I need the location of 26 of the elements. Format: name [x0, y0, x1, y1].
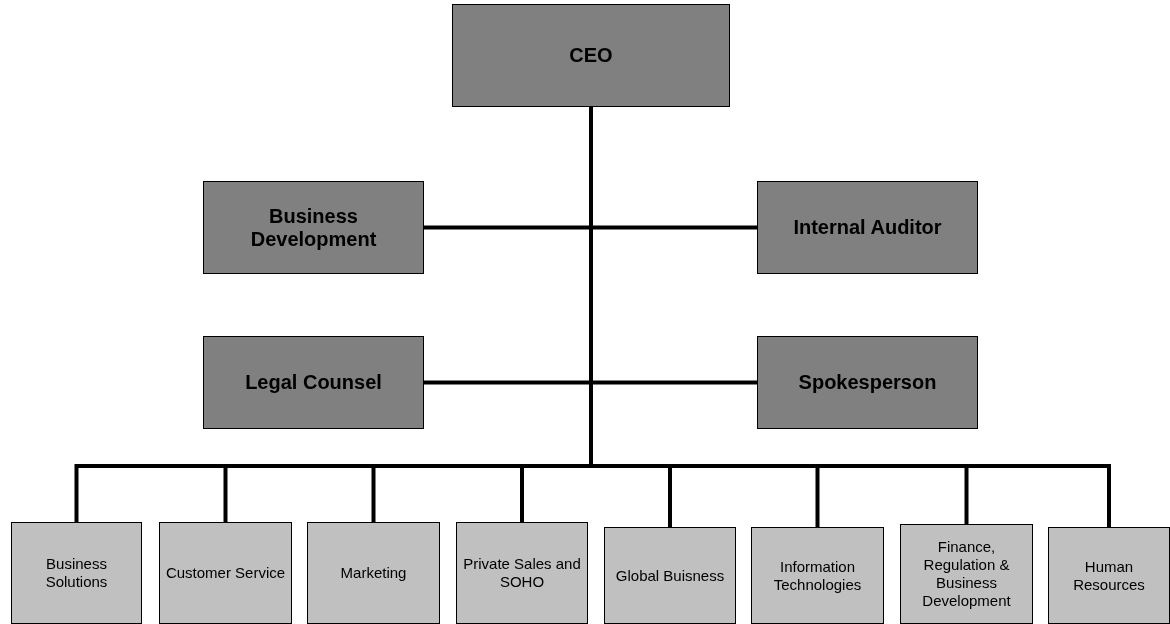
box-label: Business Solutions [44, 555, 109, 591]
box-label: Information Technologies [772, 557, 863, 594]
box-label: Business Development [249, 204, 378, 251]
box-label: Private Sales and SOHO [462, 555, 582, 591]
box-label: CEO [568, 44, 614, 67]
box-label: Global Buisness [614, 566, 726, 585]
box-label: Marketing [339, 564, 408, 582]
box-label: Internal Auditor [792, 216, 943, 239]
department-box [1048, 527, 1170, 624]
box-label: Finance, Regulation & Business Development [921, 538, 1012, 610]
department-box [159, 522, 292, 624]
executive-box [452, 4, 730, 107]
department-box [307, 522, 440, 624]
department-box [604, 527, 736, 624]
executive-box [203, 181, 424, 274]
box-label: Customer Service [164, 564, 287, 582]
executive-box [757, 181, 978, 274]
box-label: Legal Counsel [244, 371, 383, 394]
department-box [900, 524, 1033, 624]
department-box [456, 522, 588, 624]
executive-box [203, 336, 424, 429]
box-label: Human Resources [1072, 557, 1146, 594]
box-label: Spokesperson [797, 371, 938, 394]
executive-box [757, 336, 978, 429]
department-box [11, 522, 142, 624]
department-box [751, 527, 884, 624]
